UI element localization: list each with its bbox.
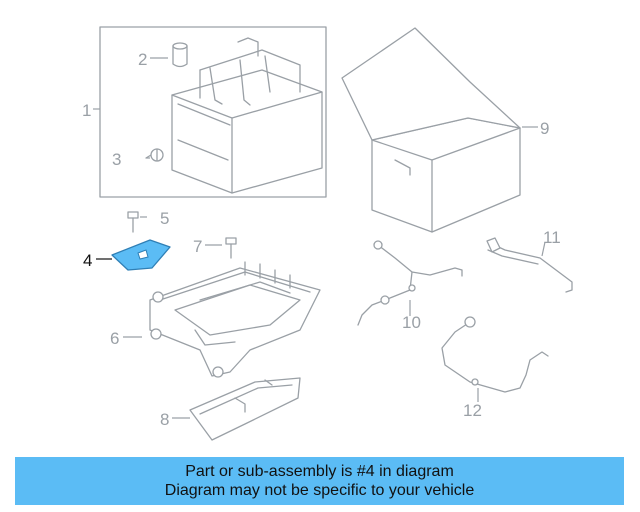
parts-diagram: 1 2 3 4 5 6 7 8 9 10 11 12 bbox=[82, 26, 573, 441]
ground-cable-12-part bbox=[441, 316, 549, 393]
callout-12: 12 bbox=[463, 401, 482, 420]
callout-4: 4 bbox=[83, 251, 92, 270]
battery-bolt-part bbox=[145, 148, 164, 162]
tray-bottom-part bbox=[189, 377, 301, 441]
banner-line-disclaimer: Diagram may not be specific to your vehi… bbox=[164, 482, 475, 499]
battery-cover bbox=[341, 27, 521, 233]
callout-8: 8 bbox=[160, 410, 169, 429]
callout-6: 6 bbox=[110, 329, 119, 348]
cable-10-part bbox=[357, 240, 463, 326]
callout-11: 11 bbox=[543, 228, 561, 247]
battery-group-frame bbox=[99, 26, 327, 198]
callout-9: 9 bbox=[540, 119, 549, 138]
callout-3: 3 bbox=[112, 150, 121, 169]
callout-2: 2 bbox=[138, 50, 147, 69]
battery bbox=[171, 37, 323, 194]
bracket-part-4 bbox=[111, 239, 171, 271]
callout-5: 5 bbox=[160, 209, 169, 228]
callout-10: 10 bbox=[402, 313, 421, 332]
battery-cap-part bbox=[172, 42, 188, 68]
strap-11-part bbox=[486, 237, 573, 293]
bolt-5-part bbox=[127, 211, 139, 233]
banner-line-part: Part or sub-assembly is #4 in diagram bbox=[185, 463, 454, 480]
callout-1: 1 bbox=[82, 101, 91, 120]
callout-7: 7 bbox=[193, 237, 202, 256]
part-info-banner: Part or sub-assembly is #4 in diagram Di… bbox=[15, 457, 624, 505]
bolt-7-part bbox=[225, 237, 237, 259]
battery-tray bbox=[149, 261, 321, 378]
